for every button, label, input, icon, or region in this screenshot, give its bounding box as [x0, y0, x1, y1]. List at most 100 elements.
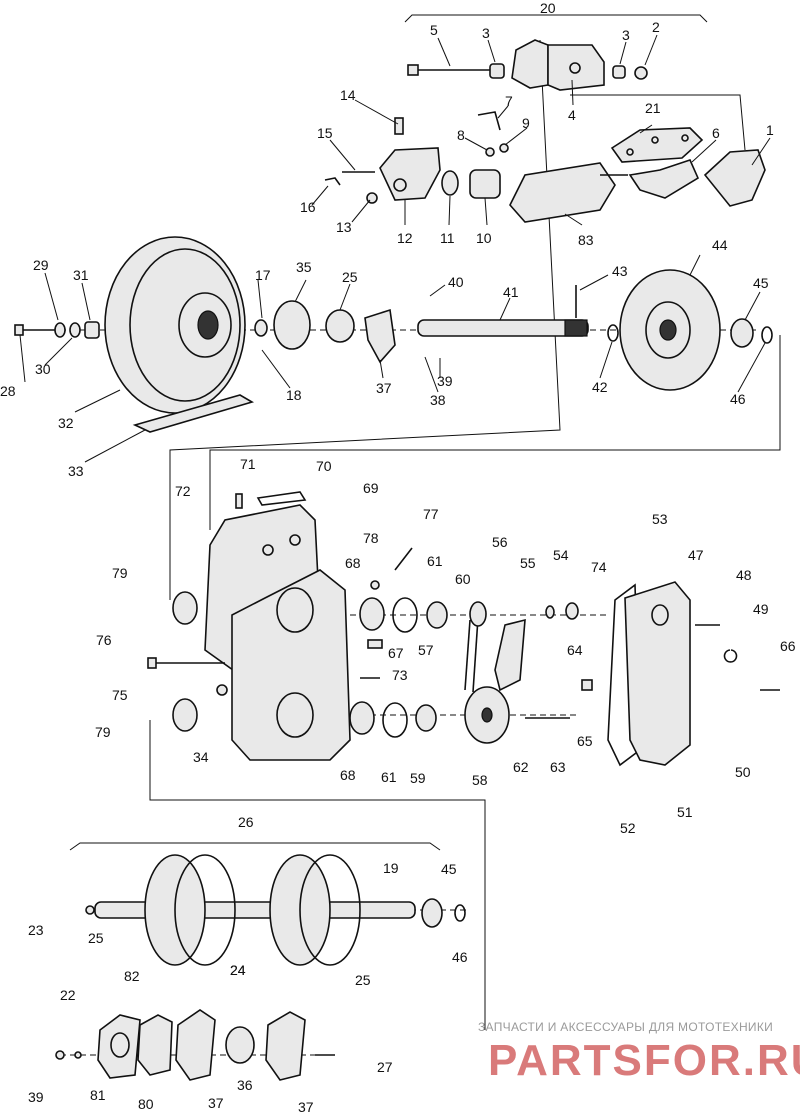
callout-label: 80: [138, 1096, 154, 1112]
callout-label: 71: [240, 456, 256, 472]
callout-label: 19: [383, 860, 399, 876]
callout-label: 37: [208, 1095, 224, 1111]
part-bushing-3: [489, 63, 626, 79]
callout-label: 6: [712, 125, 720, 141]
callout-label: 55: [520, 555, 536, 571]
callout-label: 4: [568, 107, 576, 123]
callout-label: 33: [68, 463, 84, 479]
callout-label: 32: [58, 415, 74, 431]
callout-label: 70: [316, 458, 332, 474]
callout-label: 68: [345, 555, 361, 571]
part-bottom-flanges-80-81-82-37-36: [55, 1009, 335, 1081]
callout-label: 5: [430, 22, 438, 38]
callout-label: 45: [441, 861, 457, 877]
callout-label: 62: [513, 759, 529, 775]
callout-label: 82: [124, 968, 140, 984]
callout-label: 69: [363, 480, 379, 496]
part-tensioner-55: [494, 618, 526, 692]
part-bearings-68-61-60-59: [349, 597, 448, 738]
callout-label: 31: [73, 267, 89, 283]
callout-label: 11: [440, 230, 455, 246]
part-chain-57-gears-56-58: [464, 601, 510, 744]
callout-label: 7: [505, 93, 513, 109]
callout-label: 27: [377, 1059, 393, 1075]
callout-label: 21: [645, 100, 661, 116]
callout-label: 28: [0, 383, 16, 399]
callout-label: 61: [381, 769, 397, 785]
callout-label: 26: [238, 814, 254, 830]
callout-label: 17: [255, 267, 271, 283]
part-pulley-32: [104, 236, 246, 414]
part-gearcase-69: [204, 504, 351, 761]
callout-label: 20: [540, 0, 556, 16]
callout-label: 58: [472, 772, 488, 788]
part-bolt-5: [407, 64, 498, 76]
callout-label: 49: [753, 601, 769, 617]
callout-label: 63: [550, 759, 566, 775]
callout-label: 15: [317, 125, 333, 141]
callout-label: 24: [230, 962, 246, 978]
callout-label: 34: [193, 749, 209, 765]
callout-label: 25: [355, 972, 371, 988]
part-nut-2: [634, 66, 648, 80]
callout-label: 78: [363, 530, 379, 546]
callout-label: 46: [730, 391, 746, 407]
callout-label: 39: [28, 1089, 44, 1105]
callout-label: 79: [112, 565, 128, 581]
callout-label: 48: [736, 567, 752, 583]
part-cover-47-gasket-53: [607, 581, 691, 767]
callout-label: 53: [652, 511, 668, 527]
callout-label: 46: [452, 949, 468, 965]
callout-label: 18: [286, 387, 302, 403]
part-shaft-41: [417, 285, 589, 337]
callout-label: 44: [712, 237, 728, 253]
callout-label: 3: [482, 25, 490, 41]
part-flange-35-bearing-25: [254, 300, 396, 364]
callout-label: 3: [622, 27, 630, 43]
callout-label: 23: [28, 922, 44, 938]
callout-label: 77: [423, 506, 439, 522]
callout-label: 59: [410, 770, 426, 786]
callout-label: 74: [591, 559, 607, 575]
callout-label: 37: [376, 380, 392, 396]
callout-label: 45: [753, 275, 769, 291]
callout-label: 12: [397, 230, 413, 246]
callout-label: 25: [342, 269, 358, 285]
callout-label: 51: [677, 804, 693, 820]
part-drive-shaft-19-with-sprockets-24-25: [85, 854, 466, 966]
callout-label: 39: [437, 373, 453, 389]
callout-label: 56: [492, 534, 508, 550]
part-cylinder-83: [509, 162, 628, 223]
callout-label: 60: [455, 571, 471, 587]
part-seal-45-ring-46-42: [607, 318, 773, 348]
callout-label: 43: [612, 263, 628, 279]
callout-label: 29: [33, 257, 49, 273]
callout-label: 57: [418, 642, 434, 658]
callout-label: 61: [427, 553, 443, 569]
callout-label: 76: [96, 632, 112, 648]
callout-label: 64: [567, 642, 583, 658]
part-belt-33: [132, 394, 255, 433]
part-sprocket-44: [619, 269, 721, 391]
part-link-6: [628, 159, 700, 199]
callout-label: 79: [95, 724, 111, 740]
part-bolt-28-29-30-31: [14, 321, 100, 339]
callout-label: 50: [735, 764, 751, 780]
part-small-hardware-48-49-50-51-52-54-62-63-64-65-66-67-73-74-77-78: [360, 547, 780, 719]
callout-label: 73: [392, 667, 408, 683]
callout-label: 66: [780, 638, 796, 654]
callout-label: 14: [340, 87, 356, 103]
callout-label: 2: [652, 19, 660, 35]
part-bolt-76-75-71: [147, 491, 307, 696]
callout-label: 72: [175, 483, 191, 499]
callout-label: 30: [35, 361, 51, 377]
part-cover-1: [703, 149, 766, 207]
callout-label: 68: [340, 767, 356, 783]
callout-label: 35: [296, 259, 312, 275]
part-clevis-12: [379, 147, 441, 201]
callout-label: 54: [553, 547, 569, 563]
callout-label: 47: [688, 547, 704, 563]
callout-label: 40: [448, 274, 464, 290]
callout-label: 65: [577, 733, 593, 749]
